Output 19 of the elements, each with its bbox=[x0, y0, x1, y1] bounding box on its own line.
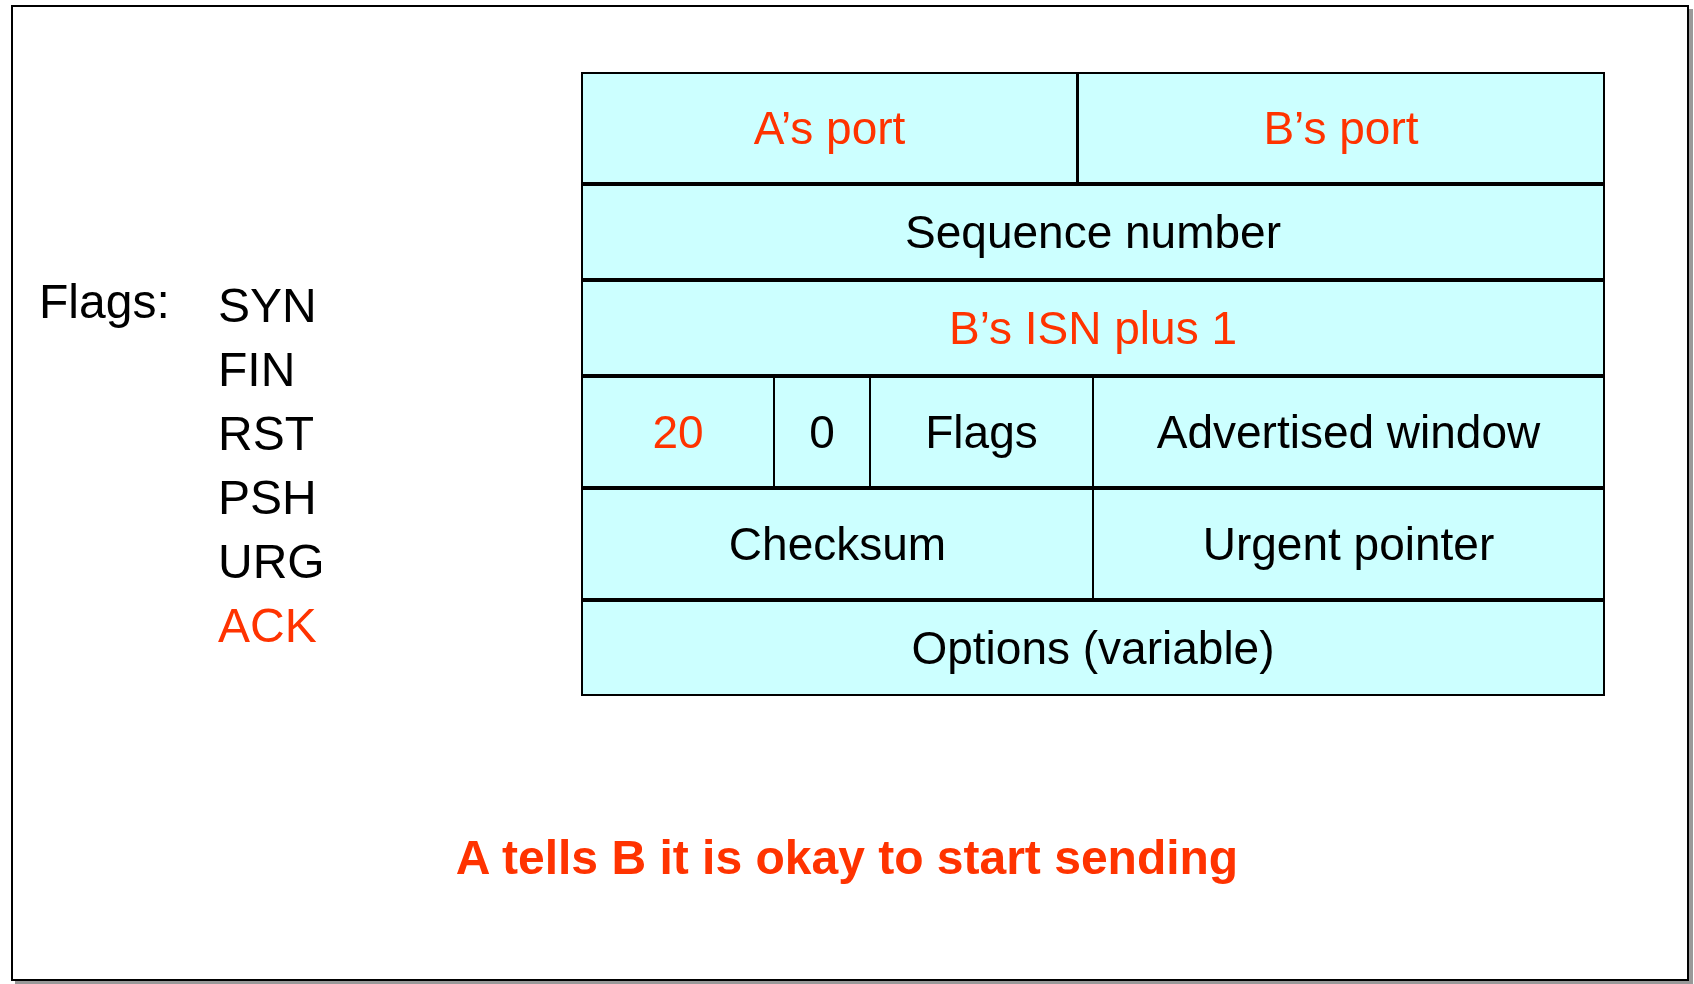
caption: A tells B it is okay to start sending bbox=[454, 830, 1240, 885]
flag-name: SYN bbox=[218, 282, 317, 330]
header-field-cell: Options (variable) bbox=[581, 600, 1605, 696]
flag-name: PSH bbox=[218, 474, 317, 522]
header-field-cell: 20 bbox=[581, 376, 775, 488]
header-field-cell: Sequence number bbox=[581, 184, 1605, 280]
header-field-cell: B’s ISN plus 1 bbox=[581, 280, 1605, 376]
header-field-cell: Urgent pointer bbox=[1092, 488, 1605, 600]
header-field-cell: A’s port bbox=[581, 72, 1078, 184]
flag-name: RST bbox=[218, 410, 314, 458]
header-field-cell: Checksum bbox=[581, 488, 1094, 600]
flag-name: URG bbox=[218, 538, 325, 586]
header-field-cell: 0 bbox=[773, 376, 871, 488]
flag-name: FIN bbox=[218, 346, 296, 394]
flags-heading: Flags: bbox=[39, 278, 170, 326]
flag-name: ACK bbox=[218, 602, 317, 650]
header-field-cell: B’s port bbox=[1077, 72, 1605, 184]
header-field-cell: Flags bbox=[869, 376, 1094, 488]
header-field-cell: Advertised window bbox=[1092, 376, 1605, 488]
